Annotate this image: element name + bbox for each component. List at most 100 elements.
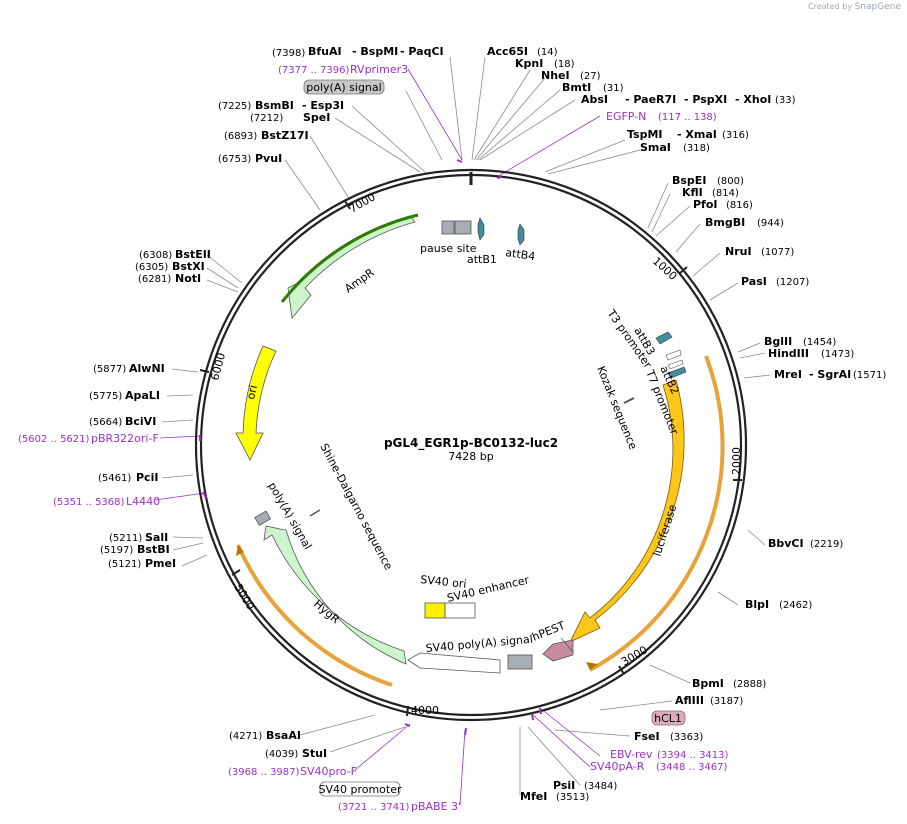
enzyme-bfuai[interactable]: BfuAI	[308, 45, 342, 58]
primer-range-rvprimer3: (7377 .. 7396)	[278, 65, 350, 76]
enzyme-bglii[interactable]: BglII	[764, 335, 792, 348]
enzyme-noti[interactable]: NotI	[175, 272, 201, 285]
enzyme-pos-pcii: (5461)	[98, 473, 131, 484]
feature-pause-site-b[interactable]	[454, 220, 472, 235]
enzyme-mfei[interactable]: MfeI	[520, 790, 547, 803]
primer-egfp-n[interactable]: EGFP-N	[606, 110, 646, 123]
enzyme-pcii[interactable]: PciI	[136, 471, 158, 484]
enzyme-apali[interactable]: ApaLI	[125, 389, 160, 402]
primer-pbr322ori-f[interactable]: pBR322ori-F	[91, 432, 159, 445]
primer-l4440[interactable]: L4440	[126, 495, 160, 508]
feature-grey-box[interactable]	[507, 654, 533, 670]
feature-hygr[interactable]	[263, 525, 407, 665]
enzyme-blpi[interactable]: BlpI	[745, 598, 769, 611]
enzyme-sali[interactable]: SalI	[145, 531, 168, 544]
enzyme-bcivi[interactable]: BciVI	[125, 415, 156, 428]
enzyme-bspei[interactable]: BspEI	[672, 174, 706, 187]
primer-sv40pa-r[interactable]: SV40pA-R	[590, 760, 645, 773]
enzyme-mrei[interactable]: MreI	[774, 368, 802, 381]
enzyme-spei[interactable]: SpeI	[303, 111, 330, 124]
label-ampr: AmpR	[342, 266, 377, 296]
enzyme-bsmbi[interactable]: BsmBI	[255, 99, 294, 112]
primer-range-l4440: (5351 .. 5368)	[53, 497, 125, 508]
label-hygr: HygR	[311, 597, 342, 626]
feature-sv40-enhancer[interactable]	[444, 602, 476, 619]
enzyme-nrui[interactable]: NruI	[725, 245, 752, 258]
enzyme-afliii[interactable]: AflIII	[675, 694, 704, 707]
primer-ebv-rev[interactable]: EBV-rev	[610, 748, 653, 761]
enzyme-bsaai[interactable]: BsaAI	[266, 729, 301, 742]
watermark-brand: SnapGene	[854, 2, 901, 12]
enzyme-fsei[interactable]: FseI	[634, 730, 660, 743]
enzyme-bbvci[interactable]: BbvCI	[768, 537, 804, 550]
enzyme-bstz17i[interactable]: BstZ17I	[261, 129, 309, 142]
enzyme-bmgbi[interactable]: BmgBI	[705, 216, 745, 229]
enzyme-bsteii[interactable]: BstEII	[175, 248, 211, 261]
primer-range-pbabe3: (3721 .. 3741)	[338, 802, 410, 813]
primer-pbabe3[interactable]: pBABE 3'	[411, 800, 461, 813]
tick-label-1000: 1000	[650, 255, 680, 283]
enzyme-pvui[interactable]: PvuI	[255, 152, 282, 165]
enzyme-pasi[interactable]: PasI	[741, 275, 767, 288]
feature-sv40-ori[interactable]	[424, 602, 446, 619]
enzyme-paer7i[interactable]: - PaeR7I	[625, 93, 676, 106]
feature-shine-dalgarno[interactable]	[309, 509, 321, 517]
feature-kozak[interactable]	[623, 397, 635, 404]
enzyme-bpmi[interactable]: BpmI	[692, 677, 724, 690]
enzyme-tspmi[interactable]: TspMI	[627, 128, 663, 141]
enzyme-xmai[interactable]: - XmaI	[677, 128, 717, 141]
enzyme-pos-blpi: (2462)	[779, 600, 812, 611]
enzyme-pos-mfei: (3513)	[556, 792, 589, 803]
enzyme-hindiii[interactable]: HindIII	[768, 347, 809, 360]
primer-marks	[199, 159, 542, 736]
enzyme-pfoi[interactable]: PfoI	[693, 198, 718, 211]
feature-attb3[interactable]	[655, 331, 673, 345]
label-shine-dalgarno: Shine-Dalgarno sequence	[317, 441, 395, 572]
feature-pause-site-a[interactable]	[441, 220, 455, 235]
feature-t3-promoter[interactable]	[665, 349, 682, 361]
feature-polya-inner[interactable]	[254, 510, 272, 526]
enzyme-bstbi[interactable]: BstBI	[137, 543, 170, 556]
enzyme-stui[interactable]: StuI	[302, 747, 327, 760]
primer-sv40pro-f[interactable]: SV40pro-F	[300, 765, 357, 778]
enzyme-pmei[interactable]: PmeI	[145, 557, 176, 570]
snapgene-watermark: Created by SnapGene	[808, 2, 901, 12]
feature-t7-promoter[interactable]	[667, 359, 684, 370]
feature-hpest[interactable]	[542, 639, 574, 662]
enzyme-pos-absi: (33)	[775, 95, 796, 106]
label-attb1: attB1	[467, 253, 497, 266]
enzyme-smai[interactable]: SmaI	[640, 141, 671, 154]
tick-marks	[199, 200, 742, 717]
enzyme-bstxi[interactable]: BstXI	[172, 260, 205, 273]
feature-box-polya[interactable]	[303, 79, 385, 95]
enzyme-pos-noti: (6281)	[138, 274, 171, 285]
feature-attb4[interactable]	[517, 223, 525, 246]
feature-attb1[interactable]	[477, 217, 485, 241]
enzyme-nhei[interactable]: NheI	[541, 69, 570, 82]
label-sv40-polya: SV40 poly(A) signal	[425, 633, 533, 655]
feature-box-sv40-promoter[interactable]	[319, 781, 401, 797]
enzyme-psii[interactable]: PsiI	[553, 779, 575, 792]
features	[235, 213, 725, 687]
enzyme-esp3i[interactable]: - Esp3I	[302, 99, 344, 112]
enzyme-bspmi[interactable]: - BspMI	[352, 45, 398, 58]
enzyme-bmti[interactable]: BmtI	[562, 81, 591, 94]
enzyme-kpni[interactable]: KpnI	[515, 57, 543, 70]
feature-luciferase[interactable]	[569, 379, 685, 643]
feature-box-hcl1[interactable]	[651, 710, 686, 726]
feature-sv40-polya[interactable]	[407, 652, 501, 674]
enzyme-pspxi[interactable]: - PspXI	[684, 93, 727, 106]
enzyme-paqci[interactable]: - PaqCI	[400, 45, 444, 58]
enzyme-pos-alwni: (5877)	[93, 364, 126, 375]
feature-ori[interactable]	[235, 345, 277, 461]
primer-rvprimer3[interactable]: RVprimer3	[350, 63, 408, 76]
enzyme-xhoi[interactable]: - XhoI	[735, 93, 771, 106]
enzyme-alwni[interactable]: AlwNI	[129, 362, 165, 375]
feature-attb2[interactable]	[667, 366, 687, 379]
enzyme-kfli[interactable]: KflI	[682, 186, 703, 199]
enzyme-acc65i[interactable]: Acc65I	[487, 45, 528, 58]
enzyme-pos-bsmbi: (7225)	[218, 101, 251, 112]
enzyme-absi[interactable]: AbsI	[581, 93, 608, 106]
enzyme-sgrai[interactable]: - SgrAI	[809, 368, 851, 381]
enzyme-pos-smai: (318)	[683, 143, 710, 154]
